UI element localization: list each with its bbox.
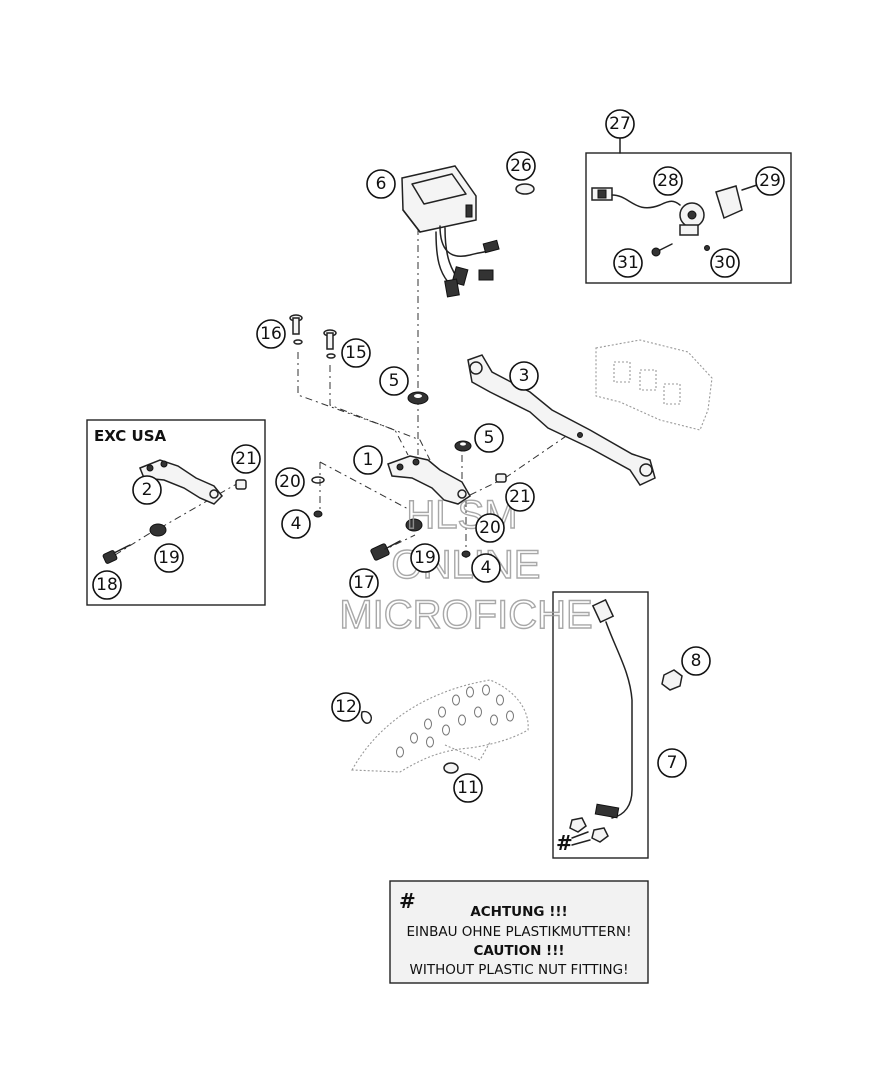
callout-30: 30 (710, 248, 740, 278)
note-line-1: ACHTUNG !!! (470, 904, 567, 920)
callout-28: 28 (653, 166, 683, 196)
svg-text:31: 31 (617, 253, 639, 273)
exc-usa-grommet-19 (149, 523, 167, 537)
svg-text:29: 29 (759, 171, 781, 191)
callout-5-upper: 5 (379, 366, 409, 396)
svg-text:6: 6 (376, 174, 387, 194)
spacer-21-main (495, 473, 507, 483)
callout-20-main: 20 (275, 467, 305, 497)
callout-21-main: 21 (505, 482, 535, 512)
note-line-4: WITHOUT PLASTIC NUT FITTING! (410, 962, 629, 978)
clip-12 (360, 710, 373, 724)
svg-text:21: 21 (235, 449, 257, 469)
svg-text:20: 20 (279, 472, 301, 492)
callout-29: 29 (755, 166, 785, 196)
rubber-grommet-5-upper (407, 391, 429, 405)
callout-19-inset: 19 (154, 543, 184, 573)
svg-text:19: 19 (158, 548, 180, 568)
svg-text:30: 30 (714, 253, 736, 273)
callout-18: 18 (92, 570, 122, 600)
callout-31: 31 (613, 248, 643, 278)
assembly-lines (114, 228, 576, 560)
bracket-1 (387, 455, 471, 505)
nut-8 (661, 669, 683, 691)
bolt-17 (370, 540, 401, 561)
svg-text:18: 18 (96, 575, 118, 595)
callout-16: 16 (256, 319, 286, 349)
svg-text:27: 27 (609, 114, 631, 134)
exc-usa-spacer-21 (235, 479, 247, 490)
speed-cable-7 (569, 598, 633, 846)
inset-box-exc-usa (86, 419, 266, 606)
svg-text:7: 7 (667, 753, 678, 773)
callout-21-inset: 21 (231, 444, 261, 474)
callout-7: 7 (657, 748, 687, 778)
cap-26 (515, 183, 535, 195)
caution-note: # ACHTUNG !!! EINBAU OHNE PLASTIKMUTTERN… (389, 880, 649, 984)
front-fender-ghost (351, 679, 529, 773)
nut-4-left (313, 510, 323, 518)
grommet-19-main (405, 518, 423, 532)
washer-20-main (311, 476, 325, 484)
watermark: HLSM ONLINE MICROFICHE (339, 492, 594, 637)
rubber-grommet-5-lower (454, 440, 472, 452)
svg-text:5: 5 (484, 428, 495, 448)
svg-text:4: 4 (291, 514, 302, 534)
callout-11: 11 (453, 773, 483, 803)
pin-16 (289, 314, 303, 345)
inset-box-sensor-kit (585, 152, 792, 284)
nut-4-right (461, 550, 471, 558)
speedometer-unit (401, 165, 500, 298)
svg-text:8: 8 (691, 651, 702, 671)
svg-text:19: 19 (414, 548, 436, 568)
callout-15: 15 (341, 338, 371, 368)
svg-text:5: 5 (389, 371, 400, 391)
callout-19-main: 19 (410, 543, 440, 573)
svg-text:15: 15 (345, 343, 367, 363)
callout-12: 12 (331, 692, 361, 722)
svg-text:3: 3 (519, 366, 530, 386)
svg-text:4: 4 (481, 558, 492, 578)
callout-4-right: 4 (471, 553, 501, 583)
inset-box-speed-cable (552, 591, 649, 859)
note-line-2: EINBAU OHNE PLASTIKMUTTERN! (406, 924, 631, 940)
svg-text:16: 16 (260, 324, 282, 344)
svg-text:26: 26 (510, 156, 532, 176)
callout-4-left: 4 (281, 509, 311, 539)
spacer-11 (443, 762, 459, 774)
svg-text:MICROFICHE: MICROFICHE (339, 593, 592, 637)
svg-text:11: 11 (457, 778, 479, 798)
sensor-kit (591, 183, 761, 257)
callout-26: 26 (506, 151, 536, 181)
callout-27: 27 (605, 109, 635, 139)
callout-6: 6 (366, 169, 396, 199)
long-bracket-3 (467, 354, 656, 486)
callout-8: 8 (681, 646, 711, 676)
hash-marker: # (556, 831, 573, 855)
svg-text:28: 28 (657, 171, 679, 191)
exc-usa-bolt-18 (102, 544, 131, 564)
number-plate-ghost (595, 339, 713, 431)
callout-1: 1 (353, 445, 383, 475)
callout-20-right: 20 (475, 513, 505, 543)
callout-3: 3 (509, 361, 539, 391)
svg-text:20: 20 (479, 518, 501, 538)
svg-text:21: 21 (509, 487, 531, 507)
exc-usa-bracket-2 (139, 459, 224, 505)
note-symbol: # (399, 889, 416, 913)
note-line-3: CAUTION !!! (473, 943, 564, 959)
callout-17: 17 (349, 568, 379, 598)
svg-text:12: 12 (335, 697, 357, 717)
inset-label: EXC USA (94, 427, 166, 445)
pin-15 (323, 329, 337, 359)
callout-2: 2 (132, 475, 162, 505)
svg-text:17: 17 (353, 573, 375, 593)
svg-text:2: 2 (142, 480, 153, 500)
callout-5-lower: 5 (474, 423, 504, 453)
svg-text:1: 1 (363, 450, 374, 470)
